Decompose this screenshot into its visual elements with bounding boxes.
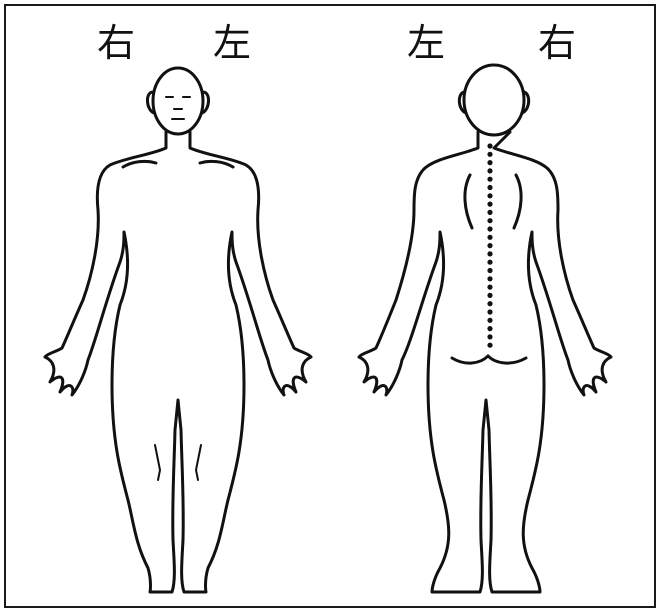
back-spine-dots — [487, 143, 492, 347]
spine-dot — [487, 235, 492, 240]
spine-dot — [487, 226, 492, 231]
back-head — [464, 65, 524, 135]
back-body-figure — [359, 65, 611, 592]
spine-dot — [487, 334, 492, 339]
spine-dot — [487, 202, 492, 207]
spine-dot — [487, 210, 492, 215]
spine-dot — [487, 301, 492, 306]
spine-dot — [487, 185, 492, 190]
spine-dot — [487, 177, 492, 182]
back-buttock-right — [488, 356, 526, 363]
spine-dot — [487, 276, 492, 281]
back-body-outline — [359, 132, 611, 592]
spine-dot — [487, 160, 492, 165]
front-knee-left — [196, 445, 201, 480]
spine-dot — [487, 152, 492, 157]
spine-dot — [487, 243, 492, 248]
spine-dot — [487, 218, 492, 223]
spine-dot — [487, 343, 492, 348]
spine-dot — [487, 326, 492, 331]
spine-dot — [487, 260, 492, 265]
back-scapula-left — [465, 175, 472, 228]
spine-dot — [487, 193, 492, 198]
spine-dot — [487, 293, 492, 298]
front-body-outline — [45, 132, 311, 592]
front-face — [166, 97, 190, 119]
front-knee-right — [155, 445, 160, 480]
spine-dot — [487, 285, 492, 290]
spine-dot — [487, 268, 492, 273]
back-scapula-right — [514, 175, 521, 228]
front-collarbone-right — [123, 161, 156, 167]
front-head — [153, 68, 203, 134]
back-buttock-left — [452, 356, 488, 363]
spine-dot — [487, 318, 492, 323]
front-body-figure — [45, 68, 311, 592]
spine-dot — [487, 143, 492, 148]
spine-dot — [487, 309, 492, 314]
spine-dot — [487, 168, 492, 173]
spine-dot — [487, 251, 492, 256]
front-collarbone-left — [200, 161, 233, 167]
